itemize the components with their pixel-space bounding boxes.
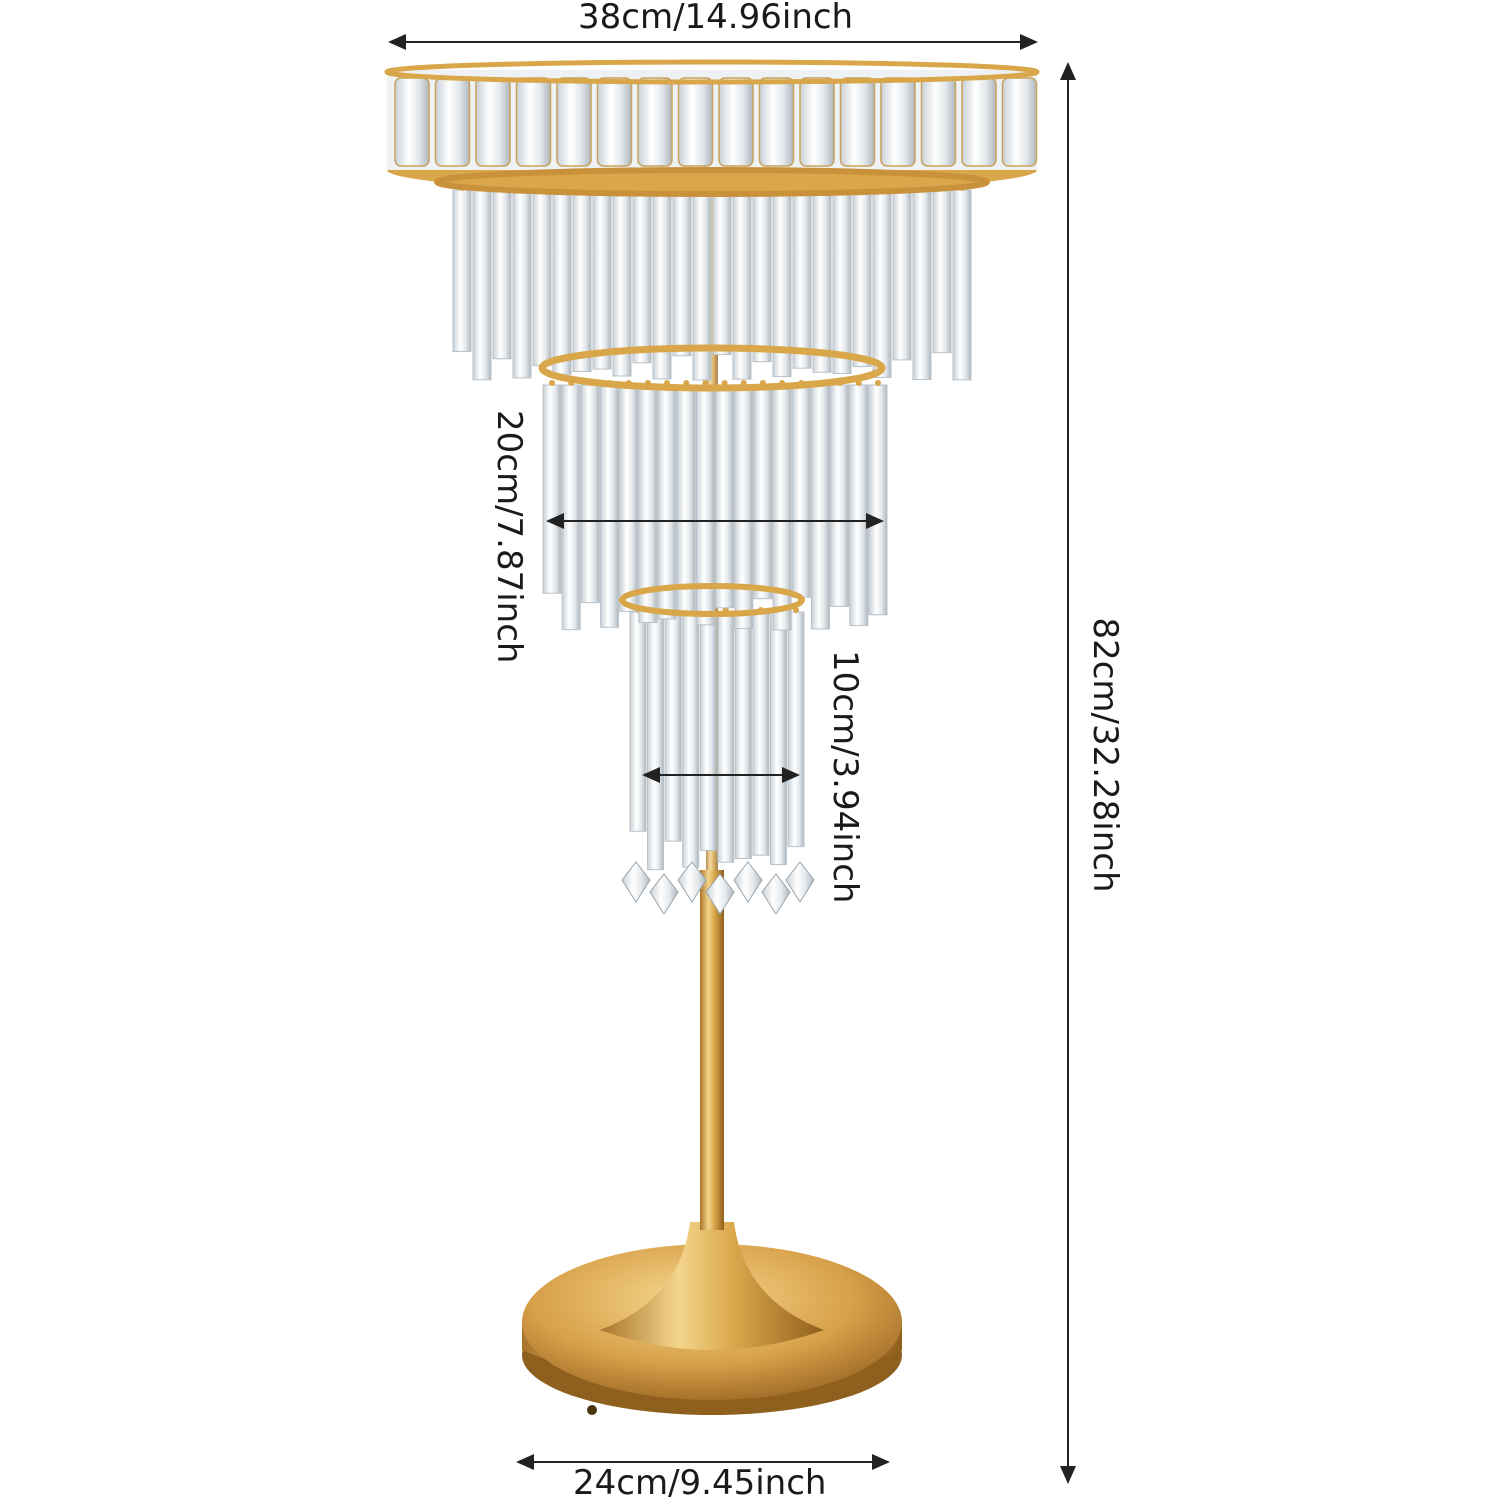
crystal-drop (761, 873, 791, 915)
tier-two-width-label: 20cm/7.87inch (489, 410, 529, 664)
crown-crystal (394, 77, 430, 167)
crystal-tier-three (629, 607, 805, 871)
crystal-prism (717, 611, 735, 863)
crystal-prism (699, 611, 717, 851)
crown-crystal (961, 77, 997, 167)
crystal-prism (791, 384, 811, 598)
crystal-prism (912, 189, 932, 381)
base-width-label: 24cm/9.45inch (573, 1463, 827, 1503)
crystal-drop (733, 861, 763, 903)
crystal-prism (812, 189, 832, 373)
crystal-prism (752, 189, 772, 363)
lamp-base (522, 1222, 902, 1415)
crystal-prism (872, 189, 892, 378)
crystal-prism (832, 189, 852, 375)
crown-crystal (677, 77, 714, 167)
crown-crystal (637, 77, 673, 167)
crystal-prism (672, 189, 692, 357)
crystal-drop (705, 873, 735, 915)
crown-crystal (475, 77, 511, 167)
crystal-prism (932, 189, 952, 354)
crystal-prism (647, 611, 665, 871)
crystal-prism (868, 384, 888, 616)
tier-three-ring (619, 583, 805, 617)
crystal-prism (892, 189, 912, 361)
top-width-label: 38cm/14.96inch (578, 0, 854, 37)
crown-crystal (718, 77, 754, 167)
crystal-prism (532, 189, 552, 367)
crystal-prism (657, 384, 677, 620)
crystal-prism (712, 189, 732, 356)
crystal-prism (734, 384, 754, 630)
crystal-tier-one (452, 185, 972, 381)
crystal-crown (384, 59, 1040, 197)
crystal-prism (512, 189, 532, 379)
crystal-prism (753, 384, 773, 600)
crown-crystal (515, 77, 552, 167)
crown-crystal (799, 77, 835, 167)
total-height-label: 82cm/32.28inch (1085, 617, 1125, 893)
crystal-drop (621, 861, 651, 903)
crown-crystal (839, 77, 876, 167)
crystal-prism (715, 384, 735, 609)
crown-crystal (1001, 77, 1038, 167)
crystal-prism (852, 189, 872, 368)
crystal-prism (492, 189, 512, 360)
crystal-prism (682, 611, 700, 868)
crown-crystal (920, 77, 957, 167)
crystal-prism (580, 384, 600, 604)
tier-two-ring (538, 344, 886, 392)
crown-crystal (434, 77, 471, 167)
gold-link (549, 380, 555, 386)
crystal-prism (619, 384, 639, 612)
gold-link (875, 380, 881, 386)
crystal-drop (677, 861, 707, 903)
crown-crystal (556, 77, 592, 167)
crown-crystal (758, 77, 795, 167)
tier-three-width-label: 10cm/3.94inch (825, 650, 865, 904)
crystal-prism (676, 384, 696, 617)
crystal-prism (600, 384, 620, 628)
crystal-prism (734, 611, 752, 859)
crystal-prism (592, 189, 612, 370)
crystal-prism (561, 384, 581, 631)
crystal-prism (552, 189, 572, 375)
crown-crystal (596, 77, 633, 167)
crystal-prism (472, 189, 492, 381)
crystal-prism (632, 189, 652, 364)
crystal-prism (792, 189, 812, 369)
crystal-drops (621, 861, 815, 915)
lamp-stem (700, 870, 724, 1230)
crystal-prism (542, 384, 562, 594)
power-port-icon (587, 1405, 597, 1415)
crystal-prism (849, 384, 869, 627)
crystal-prism (810, 384, 830, 630)
crystal-drop (785, 861, 815, 903)
crystal-drop (649, 873, 679, 915)
crown-crystal (880, 77, 916, 167)
crystal-prism (787, 611, 805, 848)
crystal-prism (452, 189, 472, 352)
crystal-prism (952, 189, 972, 381)
crystal-prism (830, 384, 850, 607)
crystal-prism (629, 611, 647, 832)
crystal-prism (572, 189, 592, 372)
crystal-prism (752, 611, 770, 856)
crystal-prism (664, 611, 682, 842)
crystal-prism (769, 611, 787, 866)
